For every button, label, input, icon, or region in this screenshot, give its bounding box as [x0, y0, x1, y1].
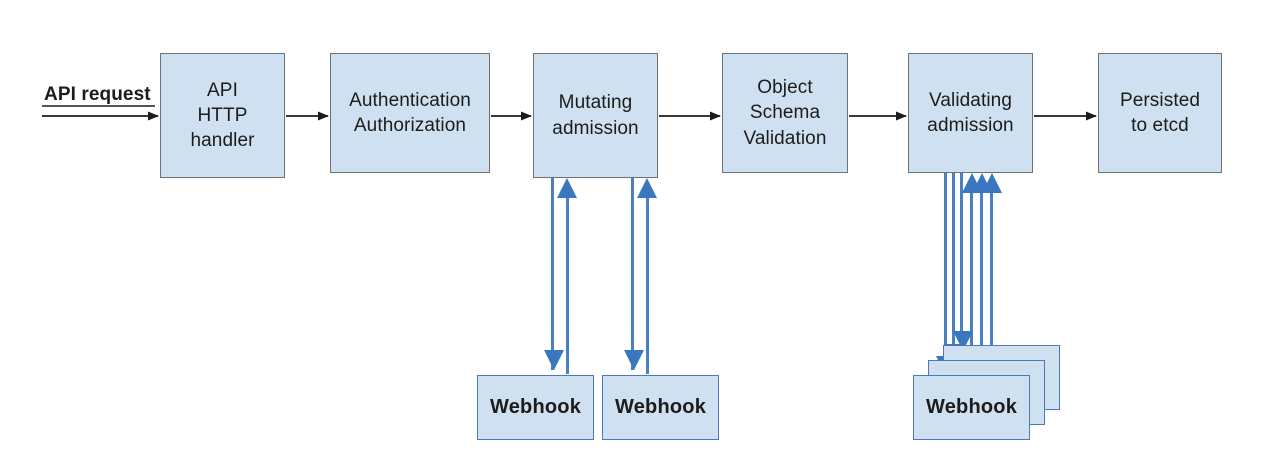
webhook-mutating-2[interactable]: Webhook — [602, 375, 719, 440]
webhook-call-arrowhead-mutating-2-down — [624, 350, 644, 370]
node-persisted-to-etcd[interactable]: Persisted to etcd — [1098, 53, 1222, 173]
webhook-call-line-validating-2-up — [980, 187, 983, 365]
webhook-call-line-mutating-2-up — [646, 192, 649, 374]
webhook-call-line-validating-1-up — [970, 187, 973, 375]
entry-label-api-request: API request — [44, 84, 151, 105]
webhook-call-line-validating-2-down — [952, 173, 955, 353]
webhook-call-arrowhead-mutating-1-down — [544, 350, 564, 370]
node-object-schema-validation[interactable]: Object Schema Validation — [722, 53, 848, 173]
webhook-call-arrowhead-mutating-2-up — [637, 178, 657, 198]
webhook-validating-1[interactable]: Webhook — [913, 375, 1030, 440]
node-mutating-admission[interactable]: Mutating admission — [533, 53, 658, 178]
node-api-http-handler[interactable]: API HTTP handler — [160, 53, 285, 178]
webhook-call-line-mutating-2-down — [631, 178, 634, 370]
webhook-call-line-validating-3-up — [990, 187, 993, 355]
node-authentication-authorization[interactable]: Authentication Authorization — [330, 53, 490, 173]
webhook-mutating-1[interactable]: Webhook — [477, 375, 594, 440]
webhook-call-line-mutating-1-down — [551, 178, 554, 370]
webhook-call-arrowhead-mutating-1-up — [557, 178, 577, 198]
webhook-call-line-validating-3-down — [960, 173, 963, 341]
node-validating-admission[interactable]: Validating admission — [908, 53, 1033, 173]
webhook-call-line-validating-1-down — [944, 173, 947, 363]
webhook-call-arrowhead-validating-3-up — [982, 173, 1002, 193]
webhook-call-line-mutating-1-up — [566, 192, 569, 374]
